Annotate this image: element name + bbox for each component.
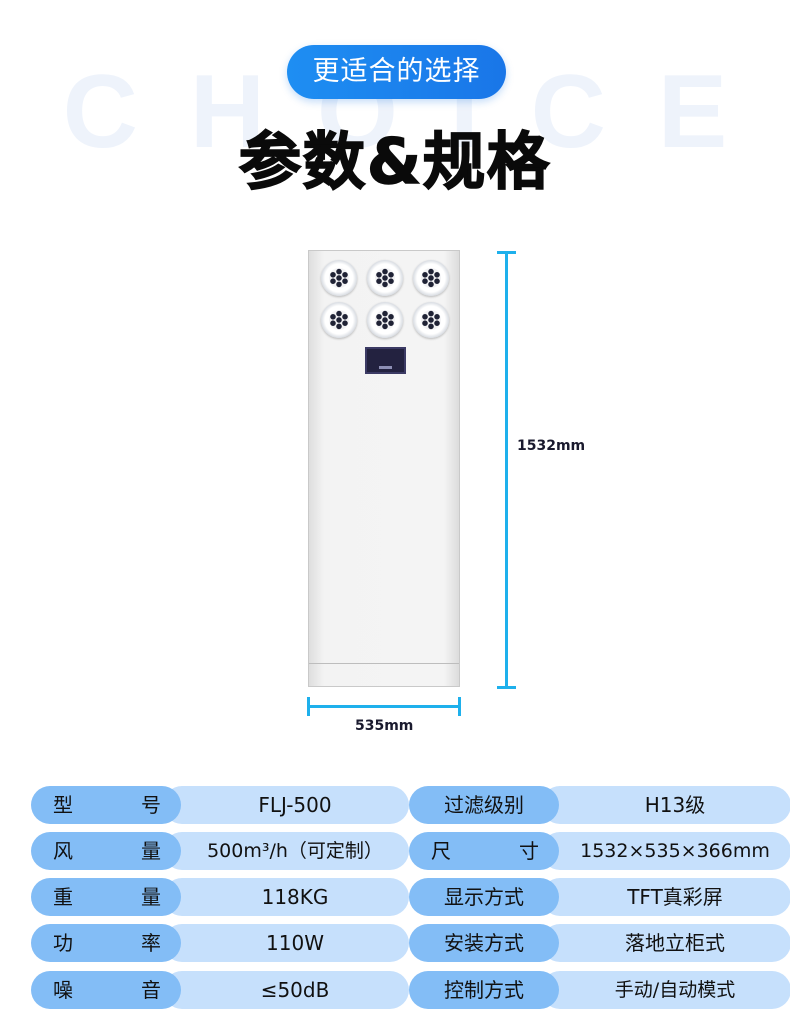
spec-value: ≤50dB — [163, 971, 409, 1009]
spec-key-char: 型 — [53, 793, 73, 817]
spec-key-char: 率 — [141, 931, 161, 955]
spec-value: 110W — [163, 924, 409, 962]
width-dimension-label: 535mm — [355, 718, 414, 734]
spec-key-char: 噪 — [53, 978, 73, 1002]
spec-key-char: 寸 — [519, 839, 539, 863]
spec-key-char: 风 — [53, 839, 73, 863]
spec-row-airflow: 风量 500m³/h（可定制） — [31, 832, 409, 870]
subtitle-badge: 更适合的选择 — [287, 45, 506, 99]
height-dimension-cap-bottom — [497, 686, 516, 689]
spec-value: H13级 — [541, 786, 790, 824]
spec-row-display: 显示方式 TFT真彩屏 — [409, 878, 790, 916]
width-dimension-cap-right — [458, 697, 461, 716]
spec-key: 尺寸 — [409, 832, 559, 870]
spec-key-char: 量 — [141, 839, 161, 863]
spec-key-char: 号 — [141, 793, 161, 817]
spec-row-model: 型号 FLJ-500 — [31, 786, 409, 824]
spec-key: 控制方式 — [409, 971, 559, 1009]
spec-row-filter-grade: 过滤级别 H13级 — [409, 786, 790, 824]
spec-key-char: 音 — [141, 978, 161, 1002]
spec-key-char: 尺 — [431, 839, 451, 863]
page-title: 参数&规格 — [238, 124, 552, 199]
spec-row-power: 功率 110W — [31, 924, 409, 962]
spec-value: 500m³/h（可定制） — [163, 832, 409, 870]
spec-key-char: 重 — [53, 885, 73, 909]
spec-value: 1532×535×366mm — [541, 832, 790, 870]
spec-key: 重量 — [31, 878, 181, 916]
fan-vent-icon — [321, 302, 357, 338]
spec-key: 显示方式 — [409, 878, 559, 916]
fan-vent-icon — [413, 260, 449, 296]
spec-key: 噪音 — [31, 971, 181, 1009]
spec-key: 型号 — [31, 786, 181, 824]
spec-value: 落地立柜式 — [541, 924, 790, 962]
spec-value: TFT真彩屏 — [541, 878, 790, 916]
spec-key: 安装方式 — [409, 924, 559, 962]
spec-value: 118KG — [163, 878, 409, 916]
spec-key-char: 功 — [53, 931, 73, 955]
spec-key: 过滤级别 — [409, 786, 559, 824]
spec-row-control: 控制方式 手动/自动模式 — [409, 971, 790, 1009]
spec-key: 功率 — [31, 924, 181, 962]
spec-key: 风量 — [31, 832, 181, 870]
base-divider — [309, 663, 459, 664]
width-dimension-cap-left — [307, 697, 310, 716]
fan-vent-icon — [367, 260, 403, 296]
spec-row-installation: 安装方式 落地立柜式 — [409, 924, 790, 962]
spec-row-size: 尺寸 1532×535×366mm — [409, 832, 790, 870]
fan-vent-icon — [321, 260, 357, 296]
display-screen-icon — [365, 347, 406, 374]
spec-row-weight: 重量 118KG — [31, 878, 409, 916]
product-image-air-purifier — [308, 250, 460, 687]
spec-value: 手动/自动模式 — [541, 971, 790, 1009]
spec-value: FLJ-500 — [163, 786, 409, 824]
height-dimension-line — [505, 252, 508, 688]
width-dimension-line — [309, 705, 460, 708]
spec-key-char: 量 — [141, 885, 161, 909]
height-dimension-label: 1532mm — [517, 438, 586, 454]
spec-row-noise: 噪音 ≤50dB — [31, 971, 409, 1009]
fan-vent-icon — [367, 302, 403, 338]
fan-vent-icon — [413, 302, 449, 338]
